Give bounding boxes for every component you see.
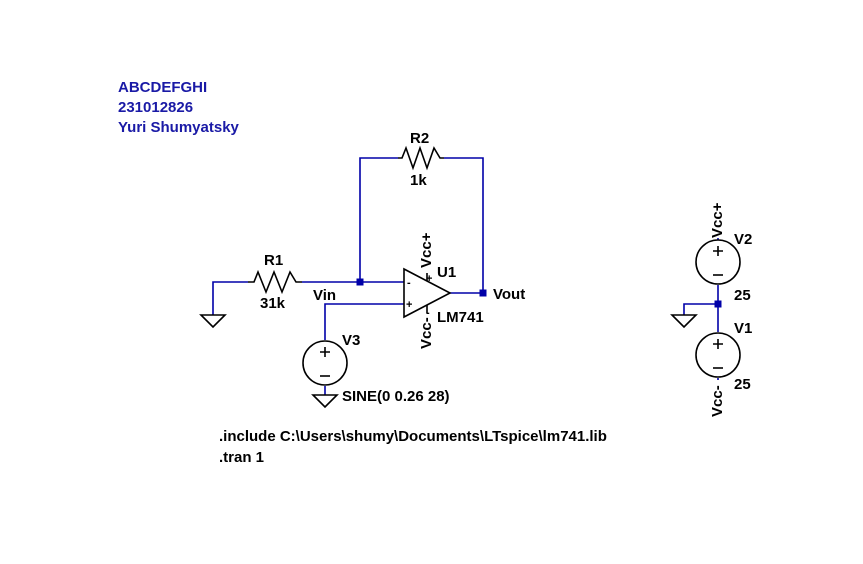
supply-vcc-neg-label: Vcc- (709, 385, 726, 417)
resistor-r1-name: R1 (264, 252, 283, 269)
junction-node-supply-mid (714, 300, 722, 308)
opamp-u1-name: U1 (437, 264, 456, 281)
ground-icon (311, 394, 339, 409)
net-label-vin: Vin (313, 287, 336, 304)
junction-node-inv (356, 278, 364, 286)
resistor-r1[interactable]: R1 31k (248, 252, 302, 312)
voltage-source-v3[interactable]: V3 SINE(0 0.26 28) (302, 332, 450, 405)
wire-noninv-v3 (324, 303, 404, 340)
supply-vcc-pos-label: Vcc+ (709, 202, 726, 238)
opamp-vpos-mark: + (426, 273, 432, 285)
wire-gnd-r1 (212, 281, 248, 315)
voltage-source-v2-circle (695, 239, 741, 285)
voltage-source-v2-value: 25 (734, 287, 751, 304)
junction-node-vout (479, 289, 487, 297)
voltage-source-v1-circle (695, 332, 741, 378)
junctions (356, 278, 722, 308)
author-line-3: Yuri Shumyatsky (118, 119, 240, 136)
voltage-source-v1-name: V1 (734, 320, 752, 337)
resistor-r2-name: R2 (410, 130, 429, 147)
opamp-vcc-pos-label: Vcc+ (418, 232, 435, 268)
opamp-noninv-mark: + (406, 299, 412, 311)
ground-icon (670, 314, 698, 329)
wires (212, 157, 719, 395)
ground-icon (199, 314, 227, 329)
voltage-source-v1-value: 25 (734, 376, 751, 393)
net-label-vout: Vout (493, 286, 525, 303)
ground-symbols (199, 314, 698, 409)
resistor-r2-value: 1k (410, 172, 427, 189)
wire-node-r2 (359, 157, 398, 282)
spice-directives: .include C:\Users\shumy\Documents\LTspic… (219, 428, 607, 466)
opamp-u1[interactable]: - + + - U1 LM741 Vcc+ Vcc- (403, 232, 484, 349)
author-block: ABCDEFGHI 231012826 Yuri Shumyatsky (118, 79, 240, 136)
voltage-source-v1-plus (713, 339, 723, 349)
directive-tran: .tran 1 (219, 449, 264, 466)
voltage-source-v2[interactable]: V2 25 Vcc+ (695, 202, 752, 304)
opamp-u1-value: LM741 (437, 309, 484, 326)
voltage-source-v3-plus (320, 347, 330, 357)
opamp-vneg-mark: - (426, 307, 430, 319)
voltage-source-v2-plus (713, 246, 723, 256)
resistor-r1-zigzag (248, 269, 302, 295)
voltage-source-v1[interactable]: V1 25 Vcc- (695, 320, 752, 417)
author-line-2: 231012826 (118, 99, 193, 116)
directive-include: .include C:\Users\shumy\Documents\LTspic… (219, 428, 607, 445)
resistor-r2-zigzag (398, 145, 444, 171)
voltage-source-v3-circle (302, 340, 348, 386)
wire-mid-gnd (683, 303, 718, 315)
wire-r2-vout (444, 157, 484, 293)
voltage-source-v2-name: V2 (734, 231, 752, 248)
opamp-vcc-neg-label: Vcc- (418, 317, 435, 349)
opamp-inv-mark: - (407, 277, 411, 289)
voltage-source-v3-value: SINE(0 0.26 28) (342, 388, 450, 405)
resistor-r2[interactable]: R2 1k (398, 130, 444, 189)
voltage-source-v3-name: V3 (342, 332, 360, 349)
author-line-1: ABCDEFGHI (118, 79, 207, 96)
resistor-r1-value: 31k (260, 295, 286, 312)
